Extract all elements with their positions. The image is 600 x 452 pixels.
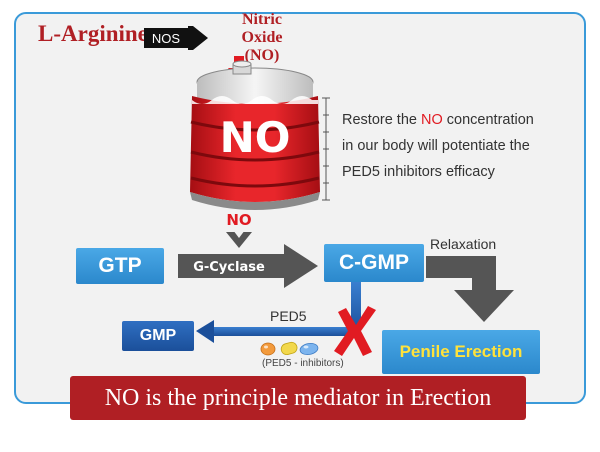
gmp-box: GMP bbox=[122, 321, 194, 351]
note-line1-post: concentration bbox=[442, 112, 534, 128]
penile-erection-box: Penile Erection bbox=[382, 330, 540, 374]
note-line1: Restore the NO concentration bbox=[342, 107, 574, 133]
restore-note: Restore the NO concentration in our body… bbox=[342, 107, 574, 185]
tank-bracket bbox=[322, 97, 330, 201]
nitric-oxide-line1: Nitric Oxide bbox=[241, 11, 283, 46]
note-no-highlight: NO bbox=[421, 112, 443, 128]
relaxation-label: Relaxation bbox=[430, 236, 497, 252]
nos-label: NOS bbox=[152, 31, 181, 46]
bottom-banner: NO is the principle mediator in Erection bbox=[70, 376, 526, 420]
nitric-oxide-line2: (NO) bbox=[244, 47, 280, 64]
cgmp-box: C-GMP bbox=[324, 244, 424, 282]
tank-output-label: NO bbox=[226, 211, 251, 229]
capsule-icon bbox=[280, 341, 298, 356]
inhibitors-label: (PED5 - inhibitors) bbox=[262, 358, 344, 369]
l-arginine-label: L-Arginine bbox=[38, 21, 148, 46]
gtp-box: GTP bbox=[76, 248, 164, 284]
nos-arrow: NOS bbox=[144, 26, 208, 50]
tank-label: NO bbox=[220, 113, 291, 162]
ped5-label: PED5 bbox=[270, 308, 307, 324]
tank-output-chevron bbox=[226, 232, 252, 248]
ped5-arrow bbox=[196, 282, 361, 343]
note-line1-pre: Restore the bbox=[342, 112, 421, 128]
pill-icon bbox=[260, 342, 276, 356]
note-line3: PED5 inhibitors efficacy bbox=[342, 164, 495, 180]
note-line2: in our body will potentiate the bbox=[342, 138, 530, 154]
g-cyclase-arrow: G-Cyclase bbox=[178, 244, 318, 288]
blocked-x-icon bbox=[334, 306, 376, 356]
g-cyclase-label: G-Cyclase bbox=[193, 260, 265, 275]
relaxation-arrow bbox=[426, 256, 514, 322]
nitric-oxide-label: Nitric Oxide (NO) bbox=[222, 11, 302, 65]
blue-pill-icon bbox=[299, 342, 319, 356]
